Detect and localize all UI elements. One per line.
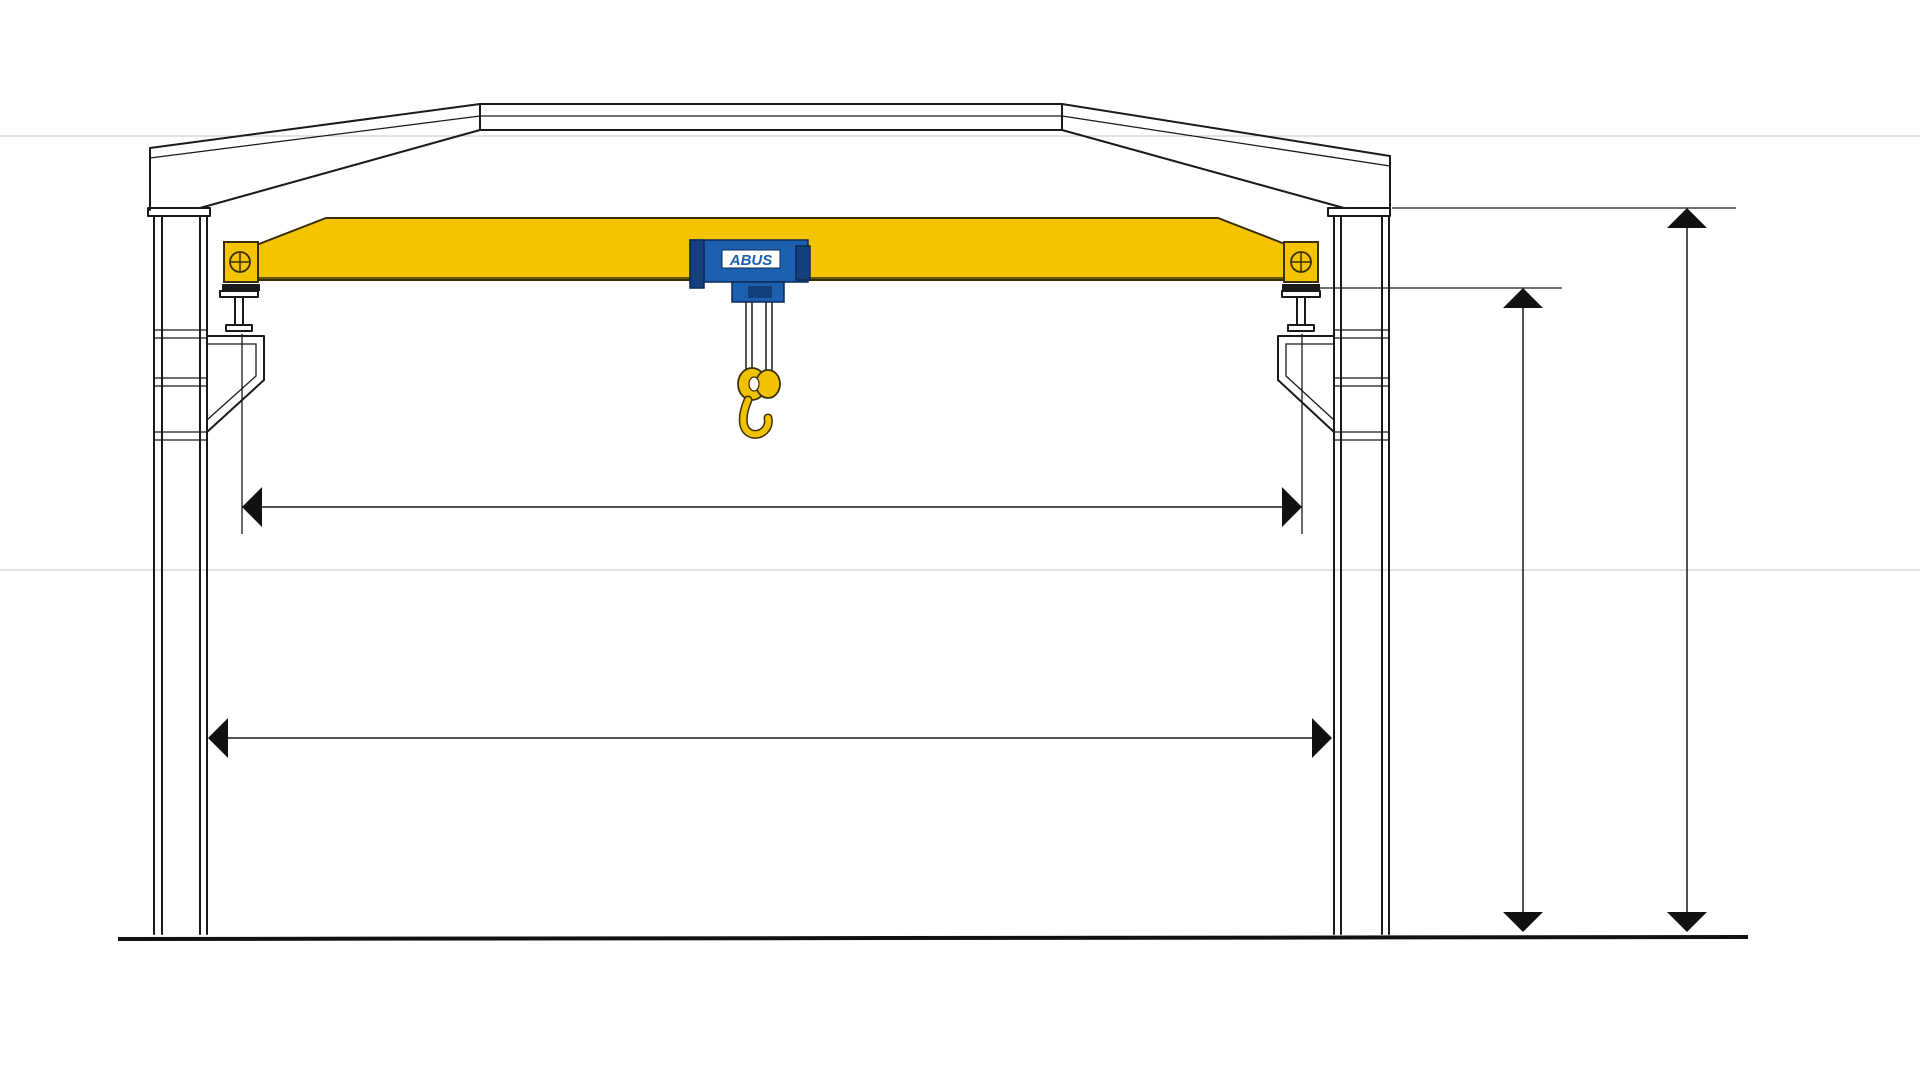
left-rail — [219, 290, 259, 332]
wheel-icon — [229, 251, 251, 273]
total-height-dimension — [1392, 207, 1736, 932]
abus-logo — [721, 249, 781, 269]
abus-logo-text: ABUS — [729, 252, 773, 269]
hoist-ropes — [745, 302, 773, 372]
left-corbel — [206, 335, 265, 433]
left-column — [147, 207, 211, 935]
hook-height-dimension — [1304, 287, 1562, 932]
hoist-trolley: ABUS — [689, 239, 811, 303]
hook-icon — [737, 367, 781, 439]
right-column — [1327, 207, 1391, 935]
right-corbel — [1277, 335, 1335, 433]
left-end-carriage — [222, 241, 260, 291]
ground-line — [117, 935, 1749, 941]
roof-structure — [149, 103, 1391, 216]
column-span-dimension — [208, 718, 1332, 758]
span-dimension — [241, 334, 1303, 534]
right-rail — [1281, 290, 1321, 332]
right-end-carriage — [1282, 241, 1320, 291]
wheel-icon — [1290, 251, 1312, 273]
